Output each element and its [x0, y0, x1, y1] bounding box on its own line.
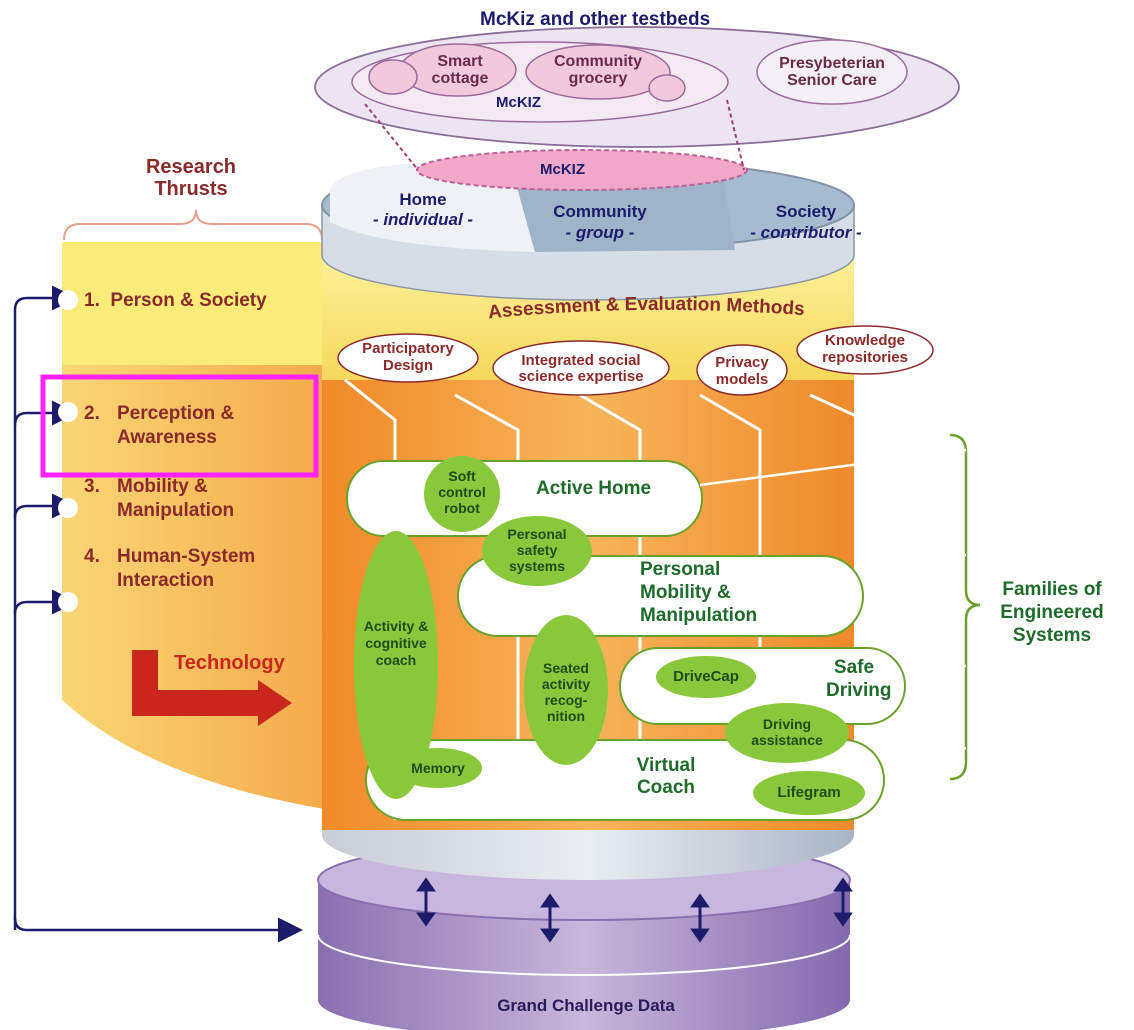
- method-integrated: [492, 340, 670, 396]
- society-title: Society: [775, 202, 837, 221]
- thrust-4-number: 4.: [84, 546, 100, 567]
- community-subtitle: - group -: [565, 223, 635, 242]
- driving-assistance-label: Driving assistance: [751, 716, 823, 748]
- society-label: Society - contributor -: [744, 201, 868, 243]
- community-label: Community - group -: [540, 201, 660, 243]
- data-exchange-arrows: [416, 877, 853, 943]
- thrust-2-label: Perception & Awareness: [117, 403, 235, 448]
- lifegram-label: Lifegram: [777, 784, 841, 801]
- memory-blob: [394, 748, 482, 788]
- seated-activity-blob: [524, 615, 608, 765]
- community-grocery-label: Community grocery: [554, 53, 642, 87]
- method-privacy: [696, 344, 788, 396]
- community-grocery-ellipse: [525, 44, 671, 100]
- personal-safety-label: Personal safety systems: [507, 526, 567, 574]
- cylinder-mckiz-label: McKIZ: [540, 161, 585, 178]
- soft-control-label: Soft control robot: [438, 468, 486, 516]
- thrust-band-yellow: [62, 242, 330, 365]
- thrust-2: 2. Perception & Awareness: [84, 402, 234, 450]
- thrust-4-label: Human-System Interaction: [117, 546, 256, 591]
- feedback-arrows: [13, 285, 303, 943]
- home-label: Home - individual -: [368, 190, 478, 230]
- lifegram-blob: [753, 771, 865, 815]
- grand-challenge-disk-side: [318, 880, 850, 1030]
- families-bracket: [949, 433, 981, 781]
- method-integrated-label: Integrated social science expertise: [518, 352, 644, 385]
- method-participatory-label: Participatory Design: [362, 340, 454, 374]
- technology-label: Technology: [174, 652, 285, 674]
- soft-control-blob: [424, 456, 500, 532]
- smart-cottage-small: [368, 59, 418, 95]
- drivecap-blob: [656, 656, 756, 698]
- families-connectors: [699, 448, 967, 774]
- thrust-3: 3. Mobility & Manipulation: [84, 475, 234, 523]
- presbyterian-label: Presybeterian Senior Care: [779, 55, 885, 89]
- thrust-2-number: 2.: [84, 403, 100, 424]
- thrust-3-label: Mobility & Manipulation: [117, 476, 235, 521]
- virtual-coach-label: Virtual Coach: [636, 755, 696, 798]
- testbeds-mckiz-label: McKIZ: [496, 94, 541, 111]
- active-home-label: Active Home: [536, 478, 652, 499]
- testbed-dotted-left: [364, 103, 419, 171]
- activity-coach-blob: [354, 531, 438, 799]
- method-knowledge-label: Knowledge repositories: [822, 332, 908, 366]
- testbeds-title: McKiz and other testbeds: [480, 9, 711, 30]
- families-label: Families of Engineered Systems: [1000, 579, 1104, 646]
- technology-arrow: [132, 650, 292, 726]
- highlight-box: [40, 374, 319, 478]
- thrust-bullets: [58, 290, 78, 612]
- thrust-1-label: Person & Society: [110, 290, 267, 311]
- thrust-1: 1. Person & Society: [84, 290, 267, 312]
- grand-challenge-disk-band: [317, 934, 851, 976]
- testbed-dotted-right: [726, 99, 745, 171]
- method-knowledge: [796, 325, 934, 375]
- smart-cottage-label: Smart cottage: [431, 53, 489, 87]
- driving-assistance-blob: [725, 703, 849, 763]
- safe-driving-label: Safe Driving: [826, 657, 892, 701]
- research-thrusts-title: Research Thrusts: [145, 156, 237, 200]
- memory-label: Memory: [411, 760, 465, 776]
- research-thrusts-brace: [63, 209, 323, 241]
- activity-coach-label: Activity & cognitive coach: [363, 618, 429, 668]
- thrust-1-number: 1.: [84, 290, 100, 311]
- home-title: Home: [399, 190, 447, 209]
- thrust-3-number: 3.: [84, 476, 100, 497]
- thrust-4: 4. Human-System Interaction: [84, 545, 255, 593]
- personal-safety-blob: [482, 516, 592, 586]
- community-title: Community: [553, 202, 647, 221]
- seated-activity-label: Seated activity recog- nition: [541, 660, 591, 724]
- method-privacy-label: Privacy models: [715, 354, 769, 388]
- home-subtitle: - individual -: [372, 210, 474, 229]
- drivecap-label: DriveCap: [673, 668, 739, 685]
- grand-challenge-label: Grand Challenge Data: [497, 996, 675, 1015]
- personal-mobility-label: Personal Mobility & Manipulation: [640, 559, 758, 626]
- grocery-small: [648, 74, 686, 102]
- method-participatory: [337, 333, 479, 383]
- society-subtitle: - contributor -: [750, 223, 862, 242]
- presbyterian-ellipse: [756, 39, 908, 105]
- virtual-coach-bar: [365, 739, 885, 821]
